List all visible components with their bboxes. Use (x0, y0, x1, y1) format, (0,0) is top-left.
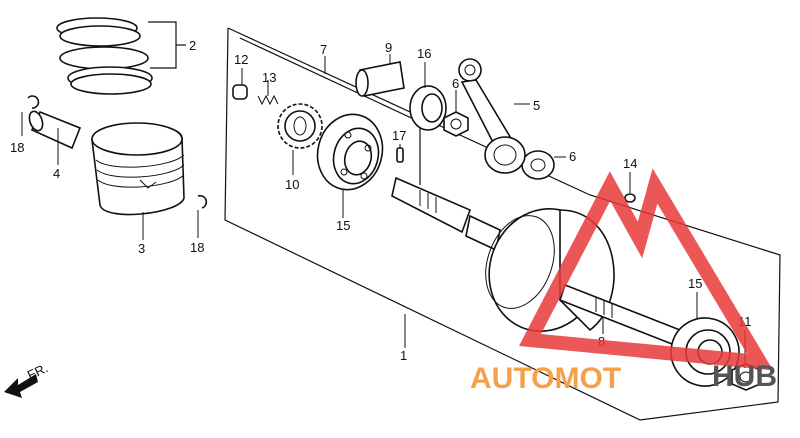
direction-label: FR. (25, 360, 50, 382)
callout-9: 9 (385, 40, 392, 55)
callout-5: 5 (533, 98, 540, 113)
crank-pin (355, 61, 405, 97)
callout-17: 17 (392, 128, 406, 143)
bearing-upper (316, 113, 384, 191)
pin-clip-right (197, 194, 208, 209)
needle-bearing (409, 85, 447, 131)
callout-16: 16 (417, 46, 431, 61)
callout-4: 4 (53, 166, 60, 181)
piston-pin (28, 110, 82, 150)
callout-18b: 18 (190, 240, 204, 255)
callout-12: 12 (234, 52, 248, 67)
primary-gear (277, 103, 323, 149)
callout-10: 10 (285, 177, 299, 192)
piston-rings (56, 17, 186, 95)
callout-6a: 6 (452, 76, 459, 91)
spring-part-13 (257, 94, 279, 106)
piston (91, 122, 185, 216)
callout-7: 7 (320, 42, 327, 57)
subgroup-bracket (239, 37, 421, 123)
callout-14: 14 (623, 156, 637, 171)
thrust-washer-lower (521, 150, 555, 180)
callout-6b: 6 (569, 149, 576, 164)
watermark-text-a: AUTOMOT (470, 362, 621, 395)
crankshaft-left (391, 176, 615, 333)
dowel-part-14 (624, 193, 636, 203)
callout-3: 3 (138, 241, 145, 256)
callout-1: 1 (400, 348, 407, 363)
connecting-rod (458, 58, 526, 174)
arrow-front-icon (4, 374, 38, 398)
pin-clip-left (27, 95, 40, 109)
watermark-logo (519, 168, 774, 371)
callout-15b: 15 (688, 276, 702, 291)
assembly-outline (224, 27, 781, 421)
callout-13: 13 (262, 70, 276, 85)
leader-lines (21, 54, 746, 368)
pin-part-12 (232, 84, 248, 100)
thrust-washer-upper (443, 111, 469, 137)
callout-15a: 15 (336, 218, 350, 233)
callout-18a: 18 (10, 140, 24, 155)
woodruff-key (396, 147, 404, 163)
callout-2: 2 (189, 38, 196, 53)
watermark-text-b: HUB (712, 360, 777, 393)
